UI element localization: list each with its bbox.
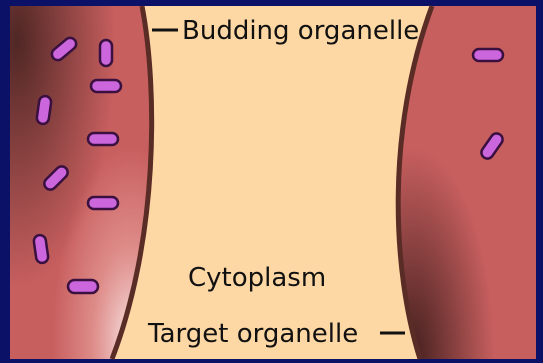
budding-organelle-label: Budding organelle <box>182 16 419 46</box>
vesicle <box>88 197 118 209</box>
vesicle <box>88 133 118 145</box>
vesicle <box>36 95 52 124</box>
vesicle <box>473 49 503 61</box>
cytoplasm-label: Cytoplasm <box>188 263 326 293</box>
target-organelle-label: Target organelle <box>147 319 358 349</box>
budding-organelle <box>10 6 152 359</box>
target-organelle <box>398 6 536 359</box>
vesicle <box>68 280 98 293</box>
vesicle <box>91 80 121 92</box>
vesicle <box>33 234 49 263</box>
target-organelle-shade <box>398 6 536 359</box>
vesicle <box>100 40 112 66</box>
